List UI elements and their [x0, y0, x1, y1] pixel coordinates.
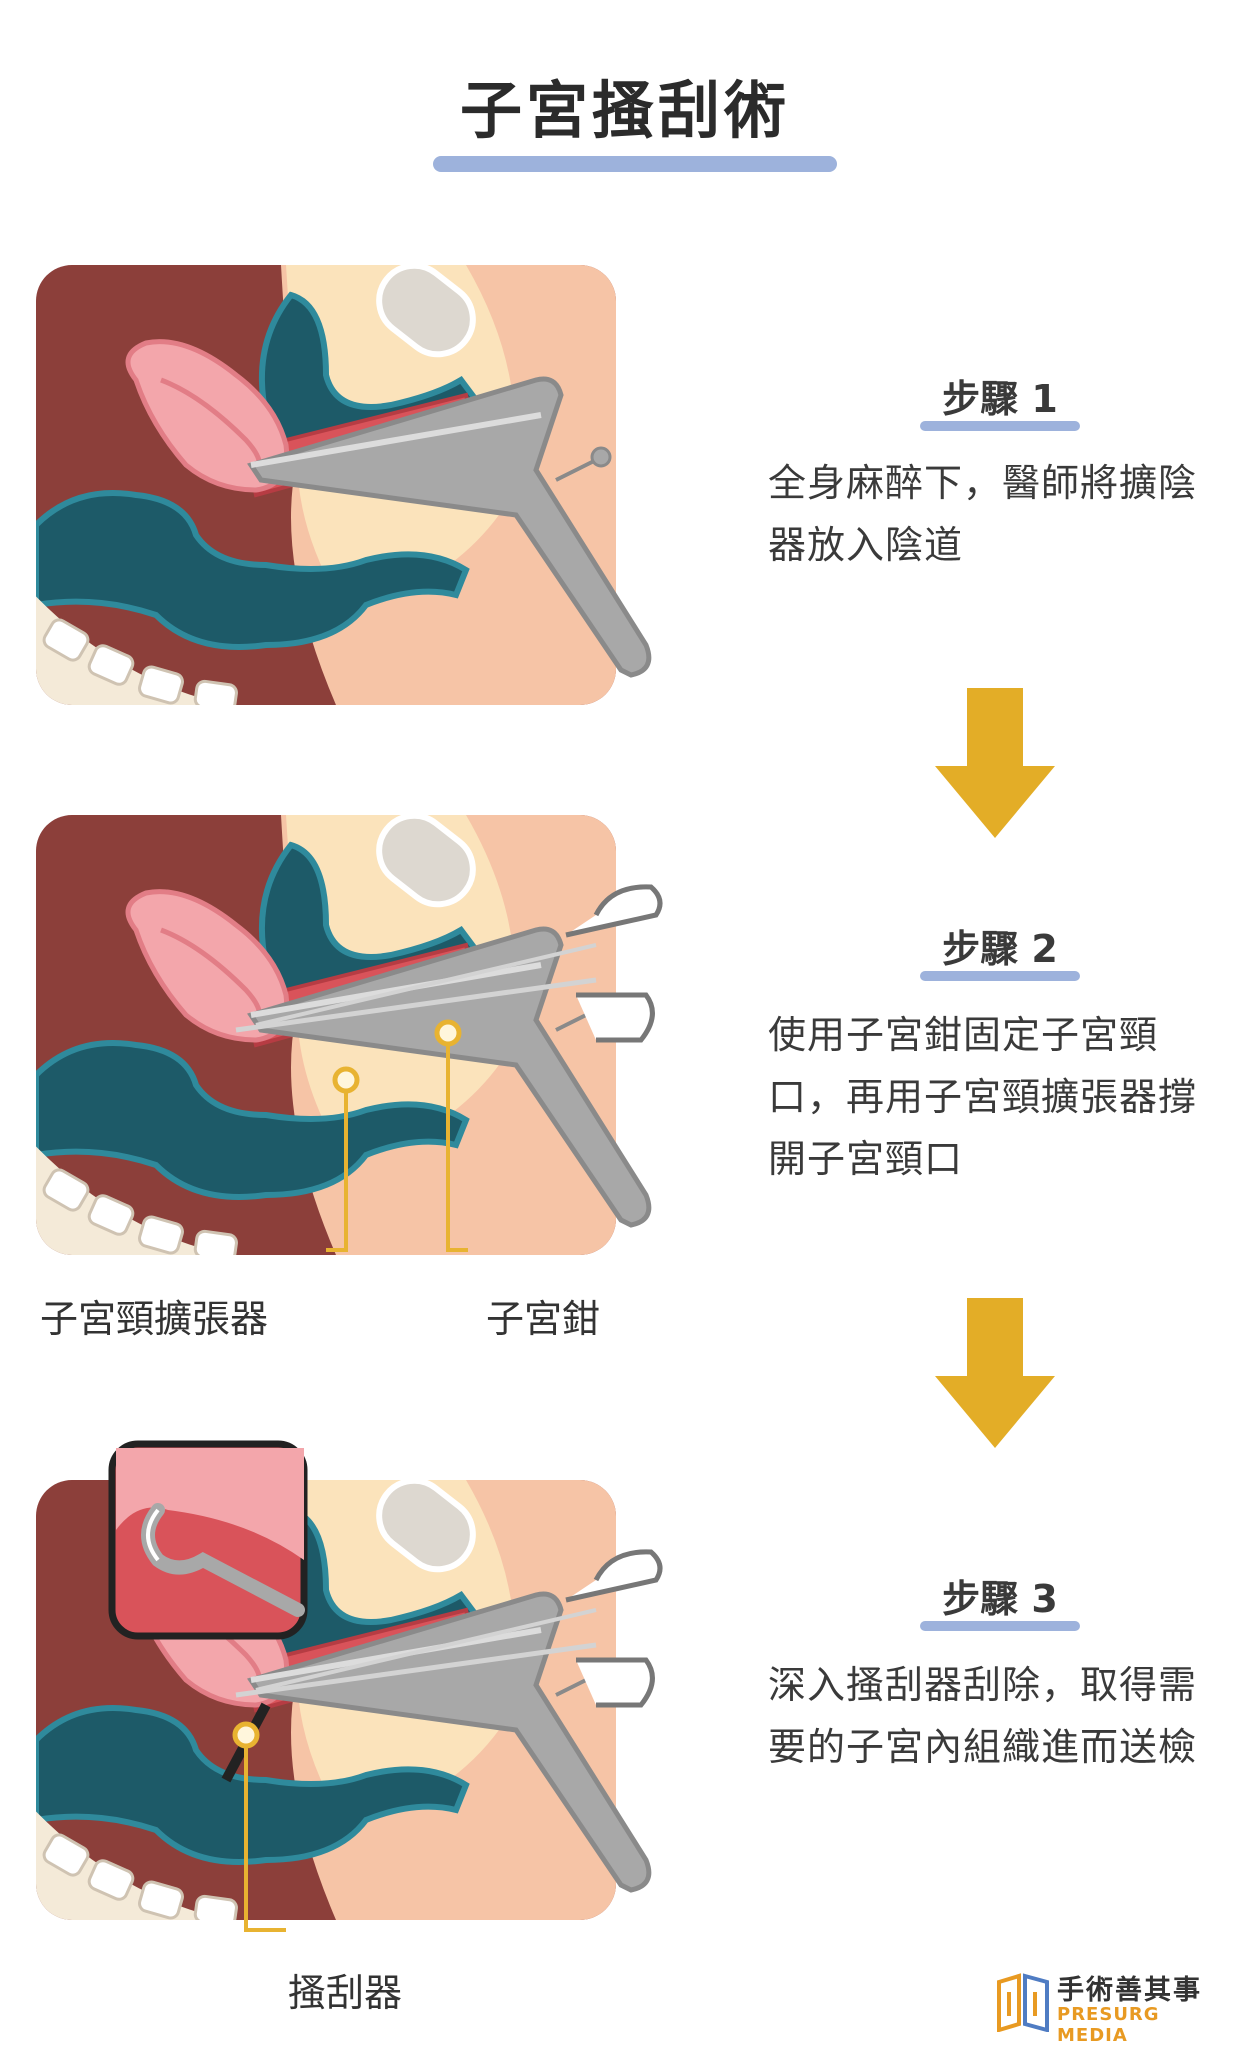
page-title: 子宮搔刮術: [459, 74, 790, 147]
logo-icon: [997, 1973, 1049, 2032]
step-1-text: 全身麻醉下，醫師將擴陰器放入陰道: [768, 461, 1198, 567]
brand-logo: 手術善其事 PRESURG MEDIA: [995, 1968, 1225, 2046]
arrow-down-icon: [935, 1298, 1055, 1448]
label-cervical-dilator: 子宮頸擴張器: [40, 1297, 269, 1341]
illustration-step-2: [36, 815, 736, 1285]
illustration-step-3: [36, 1480, 736, 1950]
step-2-heading: 步驟 2: [920, 918, 1080, 981]
step-3-heading: 步驟 3: [920, 1568, 1080, 1631]
illustration-step-1: [36, 265, 736, 735]
arrow-down-icon: [935, 688, 1055, 838]
logo-subtitle: PRESURG MEDIA: [1057, 2004, 1160, 2046]
step-3-underline: [920, 1621, 1080, 1631]
step-1-heading: 步驟 1: [920, 368, 1080, 431]
step-2-underline: [920, 971, 1080, 981]
dilator-marker: [332, 1066, 360, 1094]
label-curette: 搔刮器: [288, 1971, 403, 2015]
label-uterine-forceps: 子宮鉗: [486, 1297, 601, 1341]
logo-name: 手術善其事: [1057, 1975, 1202, 2006]
step-3-text: 深入搔刮器刮除，取得需要的子宮內組織進而送檢: [768, 1663, 1198, 1769]
title-underline: [433, 156, 837, 172]
step-2-text: 使用子宮鉗固定子宮頸口，再用子宮頸擴張器撐開子宮頸口: [768, 1013, 1198, 1181]
zoom-inset: [108, 1440, 308, 1640]
curette-marker: [232, 1721, 260, 1749]
forceps-marker: [434, 1019, 462, 1047]
step-1-underline: [920, 421, 1080, 431]
